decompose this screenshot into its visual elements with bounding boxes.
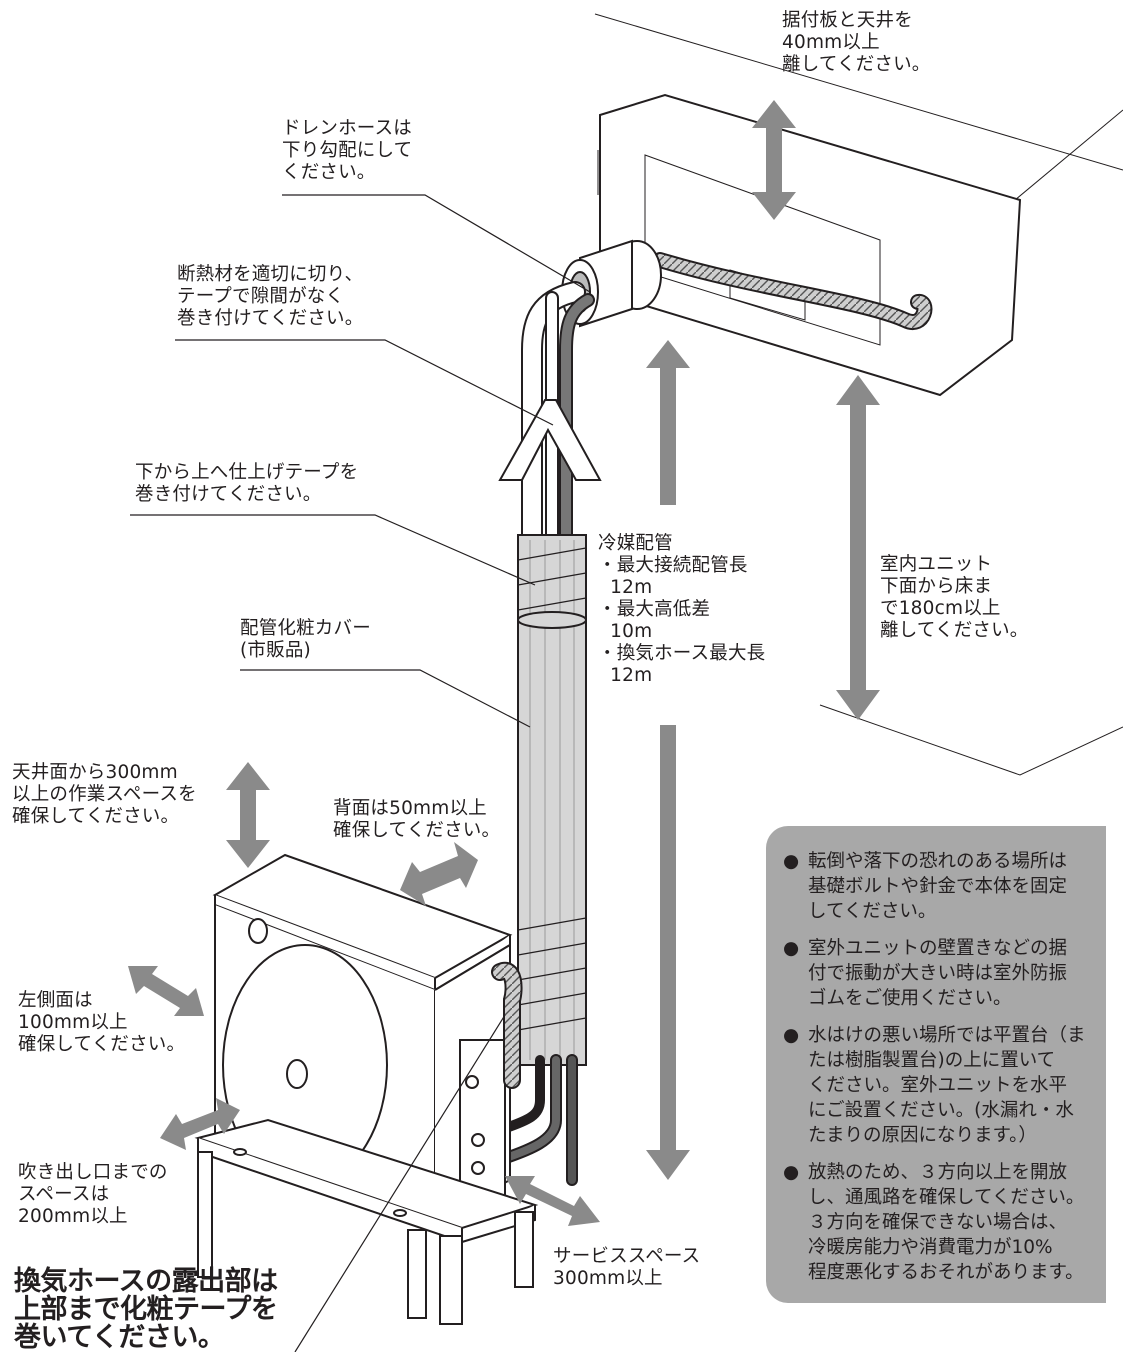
note-item: ● 転倒や落下の恐れのある場所は 基礎ボルトや針金で本体を固定 してください。: [783, 849, 1123, 924]
bullet-icon: ●: [783, 1025, 800, 1046]
clearance-arrows: [128, 100, 880, 1226]
notes-list: ● 転倒や落下の恐れのある場所は 基礎ボルトや針金で本体を固定 してください。 ●…: [783, 849, 1123, 1297]
floor-gap-label: 室内ユニット 下面から床ま で180cm以上 離してください。: [880, 554, 1029, 641]
note-item: ● 放熱のため、３方向以上を開放 し、通風路を確保してください。 ３方向を確保でき…: [783, 1160, 1123, 1285]
bullet-icon: ●: [783, 938, 800, 959]
vent-hose-warning: 換気ホースの露出部は 上部まで化粧テープを 巻いてください。: [14, 1266, 278, 1353]
indoor-unit: [599, 93, 1022, 397]
note-text: 室外ユニットの壁置きなどの据 付で振動が大きい時は室外防振 ゴムをご使用ください…: [808, 938, 1068, 1009]
wall-outline: [594, 13, 1123, 776]
left-space-label: 左側面は 100mm以上 確保してください。: [18, 990, 186, 1055]
note-text: 放熱のため、３方向以上を開放 し、通風路を確保してください。 ３方向を確保できな…: [808, 1162, 1085, 1283]
service-space-label: サービススペース 300mm以上: [553, 1246, 701, 1289]
refrigerant-pipe-label: 冷媒配管 ・最大接続配管長 12m ・最大高低差 10m ・換気ホース最大長 1…: [598, 533, 766, 686]
note-item: ● 室外ユニットの壁置きなどの据 付で振動が大きい時は室外防振 ゴムをご使用くださ…: [783, 936, 1123, 1011]
finish-tape-label: 下から上へ仕上げテープを 巻き付けてください。: [135, 462, 359, 505]
back-space-label: 背面は50mm以上 確保してください。: [333, 798, 501, 841]
notes-panel: [766, 826, 1106, 1303]
top-space-label: 天井面から300mm 以上の作業スペースを 確保してください。: [12, 762, 197, 827]
pipe-cover-label: 配管化粧カバー (市販品): [240, 618, 371, 661]
note-text: 転倒や落下の恐れのある場所は 基礎ボルトや針金で本体を固定 してください。: [808, 851, 1068, 922]
drain-hose-label: ドレンホースは 下り勾配にして ください。: [282, 118, 413, 183]
vent-hose: [491, 962, 523, 1089]
outdoor-stand: [194, 1118, 539, 1325]
note-item: ● 水はけの悪い場所では平置台（ま たは樹脂製置台)の上に置いて ください。室外ユ…: [783, 1023, 1123, 1148]
bullet-icon: ●: [783, 851, 800, 872]
front-space-label: 吹き出し口までの スペースは 200mm以上: [18, 1162, 168, 1227]
pipe-cover: [517, 534, 587, 1066]
note-text: 水はけの悪い場所では平置台（ま たは樹脂製置台)の上に置いて ください。室外ユニ…: [808, 1025, 1086, 1146]
insulation-split: [498, 399, 602, 481]
insulation-label: 断熱材を適切に切り、 テープで隙間がなく 巻き付けてください。: [177, 264, 364, 329]
bullet-icon: ●: [783, 1162, 800, 1183]
ceiling-gap-label: 据付板と天井を 40mm以上 離してください。: [782, 10, 931, 75]
leader-lines: [130, 194, 591, 1352]
